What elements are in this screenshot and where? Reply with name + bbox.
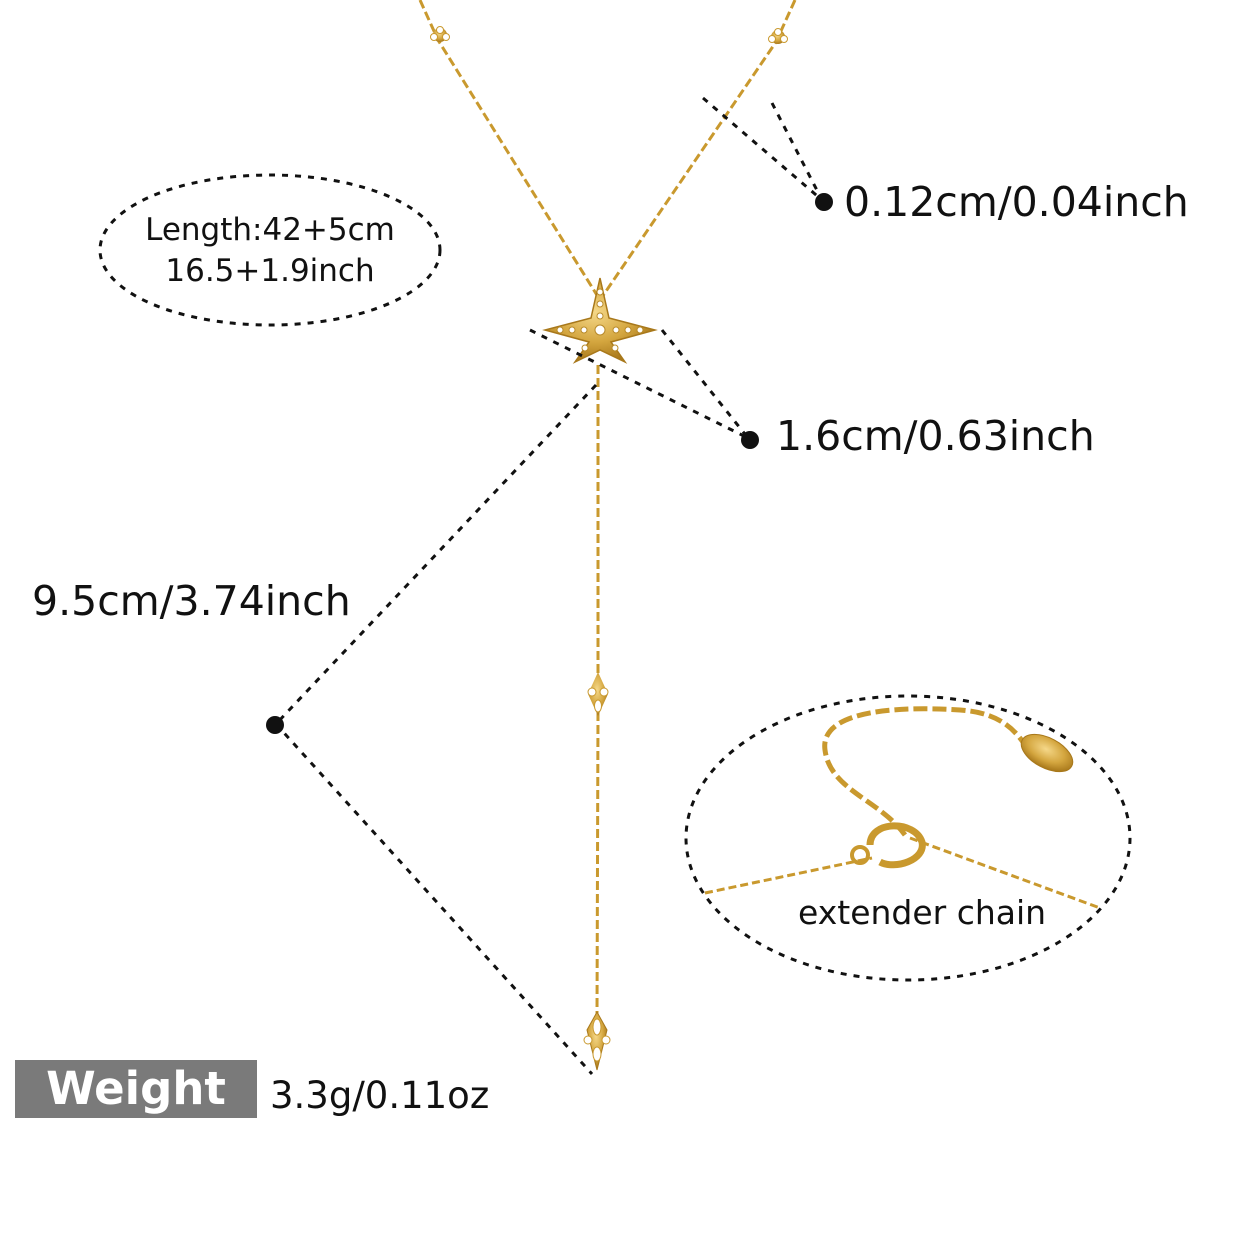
length-oval-outline: [98, 173, 442, 327]
length-line-inch: 16.5+1.9inch: [165, 253, 375, 289]
star-size-label: 1.6cm/0.63inch: [776, 412, 1095, 460]
drop-charm: [583, 1010, 611, 1071]
weight-label: Weight: [46, 1062, 226, 1115]
thickness-guide-lines: [702, 96, 824, 202]
drop-length-guide-lines: [274, 383, 598, 1076]
weight-badge: [15, 1060, 257, 1118]
crystal-station-middle: [587, 672, 609, 716]
star-size-dot: [741, 431, 759, 449]
weight-value: 3.3g/0.11oz: [270, 1074, 490, 1117]
length-text: Length:42+5cm 16.5+1.9inch: [140, 210, 400, 292]
star-size-guide-lines: [529, 328, 750, 440]
crystal-station-left: [430, 26, 450, 42]
extender-chain-label: extender chain: [798, 893, 1047, 932]
thickness-dot: [815, 193, 833, 211]
chain-thickness-label: 0.12cm/0.04inch: [844, 178, 1189, 226]
length-line-cm: Length:42+5cm: [145, 212, 395, 248]
extender-chain-inset: [684, 694, 1132, 982]
star-pendant: [542, 277, 658, 364]
drop-length-label: 9.5cm/3.74inch: [32, 577, 351, 625]
crystal-station-right: [768, 28, 788, 44]
drop-length-dot: [266, 716, 284, 734]
necklace-chain: [418, 0, 797, 1016]
